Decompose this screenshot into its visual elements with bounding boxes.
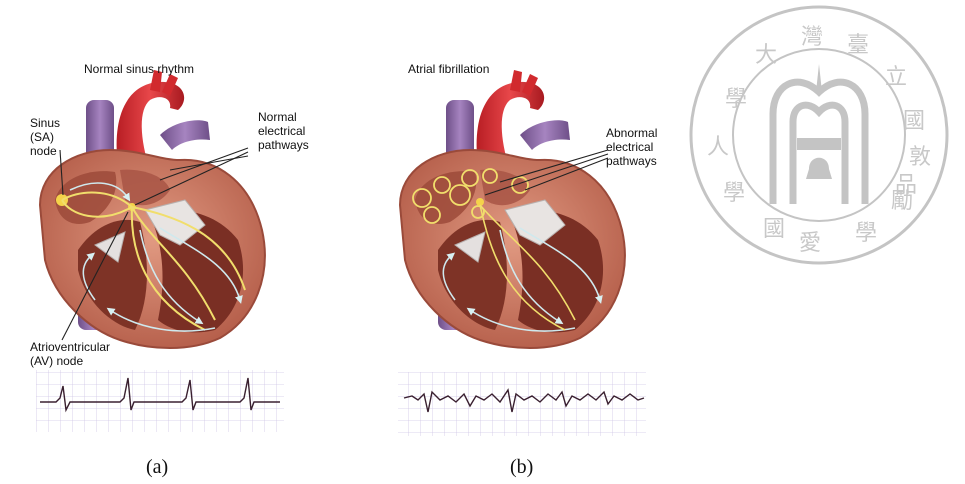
svg-text:臺: 臺 xyxy=(847,33,869,58)
svg-text:愛: 愛 xyxy=(799,231,821,256)
svg-text:學: 學 xyxy=(855,221,877,246)
caption-a: (a) xyxy=(146,456,168,479)
pathways-label-a-line1: Normal xyxy=(258,110,297,124)
svg-text:人: 人 xyxy=(707,135,729,160)
ecg-strip-a xyxy=(36,370,284,432)
caption-b: (b) xyxy=(510,456,533,479)
svg-text:敦: 敦 xyxy=(909,145,931,170)
svg-text:立: 立 xyxy=(885,65,907,90)
svg-text:國: 國 xyxy=(903,109,925,134)
sa-label-line3: node xyxy=(30,144,57,158)
panel-a-title: Normal sinus rhythm xyxy=(84,62,194,76)
svg-text:灣: 灣 xyxy=(801,25,823,50)
heart-b xyxy=(400,70,625,348)
panel-b-title: Atrial fibrillation xyxy=(408,62,489,76)
av-label-line1: Atrioventricular xyxy=(30,340,110,354)
sa-label-line1: Sinus xyxy=(30,116,60,130)
pathways-label-a-line2: electrical xyxy=(258,124,305,138)
pathways-label-b-line2: electrical xyxy=(606,140,653,154)
svg-text:學: 學 xyxy=(723,181,745,206)
svg-text:學: 學 xyxy=(725,87,747,112)
pathways-label-b-line3: pathways xyxy=(606,154,657,168)
svg-text:品: 品 xyxy=(895,173,917,198)
university-seal-watermark: 學 大 灣 臺 立 國 人 學 國 愛 學 勵 敦 品 xyxy=(688,4,950,266)
pathways-label-b-line1: Abnormal xyxy=(606,126,657,140)
svg-text:大: 大 xyxy=(755,43,777,68)
sa-label-line2: (SA) xyxy=(30,130,54,144)
pathways-label-a-line3: pathways xyxy=(258,138,309,152)
ecg-strip-b xyxy=(398,372,646,436)
heart-a xyxy=(40,70,265,348)
svg-text:國: 國 xyxy=(763,217,785,242)
av-label-line2: (AV) node xyxy=(30,354,83,368)
